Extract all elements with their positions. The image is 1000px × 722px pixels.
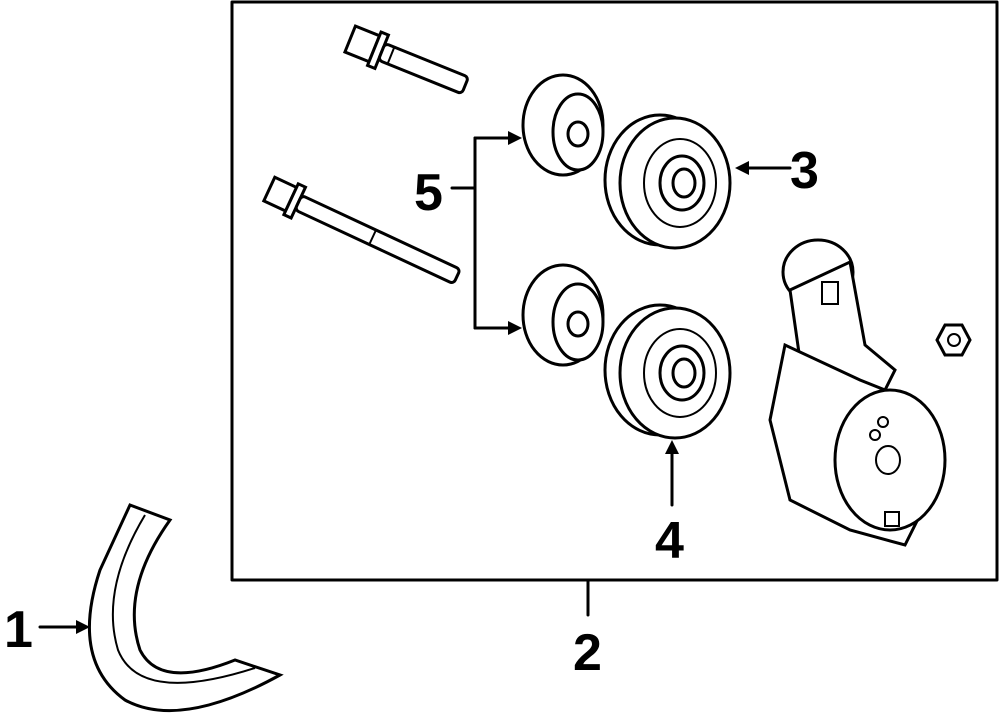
callout-1: 1 [4, 601, 33, 659]
belt-tensioner [768, 238, 947, 547]
leader-lines [38, 131, 792, 634]
serpentine-belt [87, 503, 284, 713]
nut [935, 323, 972, 357]
callout-5: 5 [414, 164, 443, 222]
callout-4: 4 [655, 512, 684, 570]
assembly-box [230, 0, 999, 582]
idler-pulley-lower [603, 303, 732, 440]
callout-3: 3 [790, 142, 819, 200]
pulley-shield-lower [521, 263, 605, 367]
callout-2: 2 [573, 624, 602, 682]
bolt-short [342, 24, 469, 95]
idler-pulley-upper [603, 113, 732, 250]
pulley-shield-upper [521, 73, 605, 177]
bolt-long [261, 175, 461, 285]
